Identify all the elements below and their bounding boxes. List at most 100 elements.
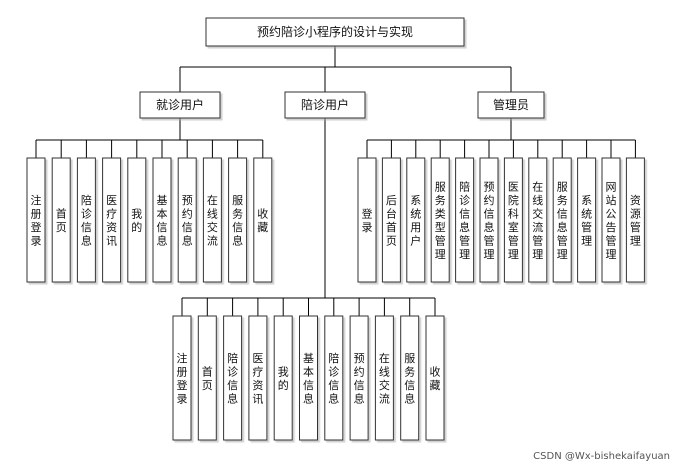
leaf-label: 陪诊信息 bbox=[227, 351, 238, 406]
leaf-box bbox=[299, 315, 318, 441]
leaf-node: 收藏 bbox=[425, 315, 445, 441]
group-node-3: 管理员 bbox=[477, 91, 545, 119]
leaf-label: 陪诊信息 bbox=[81, 193, 92, 248]
leaf-box bbox=[253, 157, 273, 283]
group-label: 就诊用户 bbox=[156, 97, 204, 112]
leaf-box bbox=[406, 157, 426, 283]
leaf-label: 服务信息管理 bbox=[557, 180, 568, 261]
group-node-1: 就诊用户 bbox=[139, 91, 221, 119]
leaf-label: 服务信息 bbox=[232, 194, 243, 248]
leaf-box bbox=[152, 157, 172, 283]
connector-lines bbox=[35, 46, 636, 316]
leaf-box bbox=[349, 315, 369, 441]
leaf-node: 服务类型管理 bbox=[430, 157, 450, 283]
leaf-box bbox=[127, 157, 147, 283]
leaf-label: 基本信息 bbox=[157, 194, 168, 248]
leaf-node: 收藏 bbox=[253, 157, 273, 283]
leaf-label: 系统用户 bbox=[410, 194, 421, 248]
leaf-box bbox=[425, 315, 445, 441]
leaf-node: 系统用户 bbox=[406, 157, 426, 283]
leaf-label: 医院科室管理 bbox=[508, 180, 519, 261]
leaf-label: 后台首页 bbox=[386, 194, 397, 248]
leaf-box bbox=[324, 315, 344, 441]
leaf-label: 收藏 bbox=[430, 364, 441, 392]
leaf-box bbox=[577, 157, 597, 283]
leaf-node: 服务信息管理 bbox=[552, 157, 572, 283]
leaf-label: 注册登录 bbox=[177, 351, 188, 406]
leaf-node: 医疗资讯 bbox=[248, 315, 268, 441]
leaf-box bbox=[528, 157, 548, 283]
leaf-node: 资源管理 bbox=[625, 157, 645, 283]
leaf-node: 登录 bbox=[357, 157, 377, 283]
leaf-node: 基本信息 bbox=[152, 157, 172, 283]
leaf-node: 陪诊信息管理 bbox=[455, 157, 475, 283]
leaf-label: 陪诊信息 bbox=[328, 351, 339, 406]
leaf-label: 注册登录 bbox=[31, 193, 42, 248]
leaf-label: 首页 bbox=[202, 364, 213, 392]
leaf-node: 预约信息 bbox=[177, 157, 197, 283]
root-node: 预约陪诊小程序的设计与实现 bbox=[205, 17, 465, 47]
leaf-node: 注册登录 bbox=[172, 315, 192, 441]
leaf-box bbox=[625, 157, 645, 283]
leaf-node: 预约信息管理 bbox=[479, 157, 499, 283]
leaf-label: 我的 bbox=[278, 365, 289, 392]
group-label: 管理员 bbox=[493, 97, 529, 112]
leaf-node: 在线交流管理 bbox=[528, 157, 548, 283]
leaf-box bbox=[357, 157, 377, 283]
leaf-box bbox=[177, 157, 197, 283]
leaf-node: 医院科室管理 bbox=[503, 157, 523, 283]
group-box bbox=[139, 91, 221, 119]
leaf-box bbox=[455, 157, 475, 283]
watermark: CSDN @Wx-bishekaifayuan bbox=[533, 451, 670, 462]
leaf-box bbox=[273, 315, 293, 441]
leaf-node: 网站公告管理 bbox=[601, 157, 621, 283]
leaf-box bbox=[202, 157, 222, 283]
leaf-box bbox=[430, 157, 450, 283]
leaf-label: 服务信息 bbox=[404, 352, 415, 406]
group-label: 陪诊用户 bbox=[301, 97, 349, 112]
leaf-label: 资源管理 bbox=[630, 194, 641, 248]
leaf-label: 网站公告管理 bbox=[606, 180, 617, 261]
leaf-box bbox=[26, 157, 46, 283]
leaf-node: 后台首页 bbox=[381, 157, 401, 283]
root-box bbox=[205, 17, 465, 47]
group-node-2: 陪诊用户 bbox=[284, 91, 366, 119]
leaf-label: 我的 bbox=[131, 207, 142, 234]
group-box bbox=[284, 91, 366, 119]
leaf-box bbox=[552, 157, 572, 283]
leaf-node: 服务信息 bbox=[228, 157, 248, 283]
leaf-box bbox=[248, 315, 268, 441]
leaf-node: 首页 bbox=[51, 157, 71, 283]
leaf-box bbox=[374, 315, 394, 441]
leaf-box bbox=[400, 315, 420, 441]
leaf-box bbox=[479, 157, 499, 283]
leaf-node: 在线交流 bbox=[202, 157, 222, 283]
leaf-node: 首页 bbox=[197, 315, 217, 441]
leaf-label: 预约信息管理 bbox=[484, 180, 495, 261]
leaf-node: 在线交流 bbox=[374, 315, 394, 441]
leaf-node: 陪诊信息 bbox=[223, 315, 243, 441]
leaf-node: 注册登录 bbox=[26, 157, 46, 283]
leaf-box bbox=[51, 157, 71, 283]
leaf-label: 陪诊信息管理 bbox=[459, 179, 470, 261]
leaf-label: 基本信息 bbox=[303, 352, 314, 406]
leaf-node: 我的 bbox=[273, 315, 293, 441]
leaf-label: 收藏 bbox=[257, 206, 268, 234]
leaf-box bbox=[228, 157, 248, 283]
chart-nodes: 预约陪诊小程序的设计与实现就诊用户注册登录首页陪诊信息医疗资讯我的基本信息预约信… bbox=[26, 17, 645, 441]
leaf-label: 医疗资讯 bbox=[106, 194, 117, 248]
leaf-label: 在线交流 bbox=[379, 352, 390, 406]
leaf-box bbox=[197, 315, 217, 441]
leaf-label: 首页 bbox=[56, 206, 67, 234]
leaf-box bbox=[172, 315, 192, 441]
leaf-box bbox=[76, 157, 96, 283]
root-title: 预约陪诊小程序的设计与实现 bbox=[257, 24, 413, 39]
leaf-label: 服务类型管理 bbox=[435, 180, 446, 261]
leaf-label: 医疗资讯 bbox=[252, 352, 263, 406]
leaf-node: 预约信息 bbox=[349, 315, 369, 441]
leaf-label: 预约信息 bbox=[182, 194, 193, 248]
leaf-label: 在线交流 bbox=[207, 194, 218, 248]
group-box bbox=[477, 91, 545, 119]
leaf-label: 在线交流管理 bbox=[532, 180, 543, 261]
